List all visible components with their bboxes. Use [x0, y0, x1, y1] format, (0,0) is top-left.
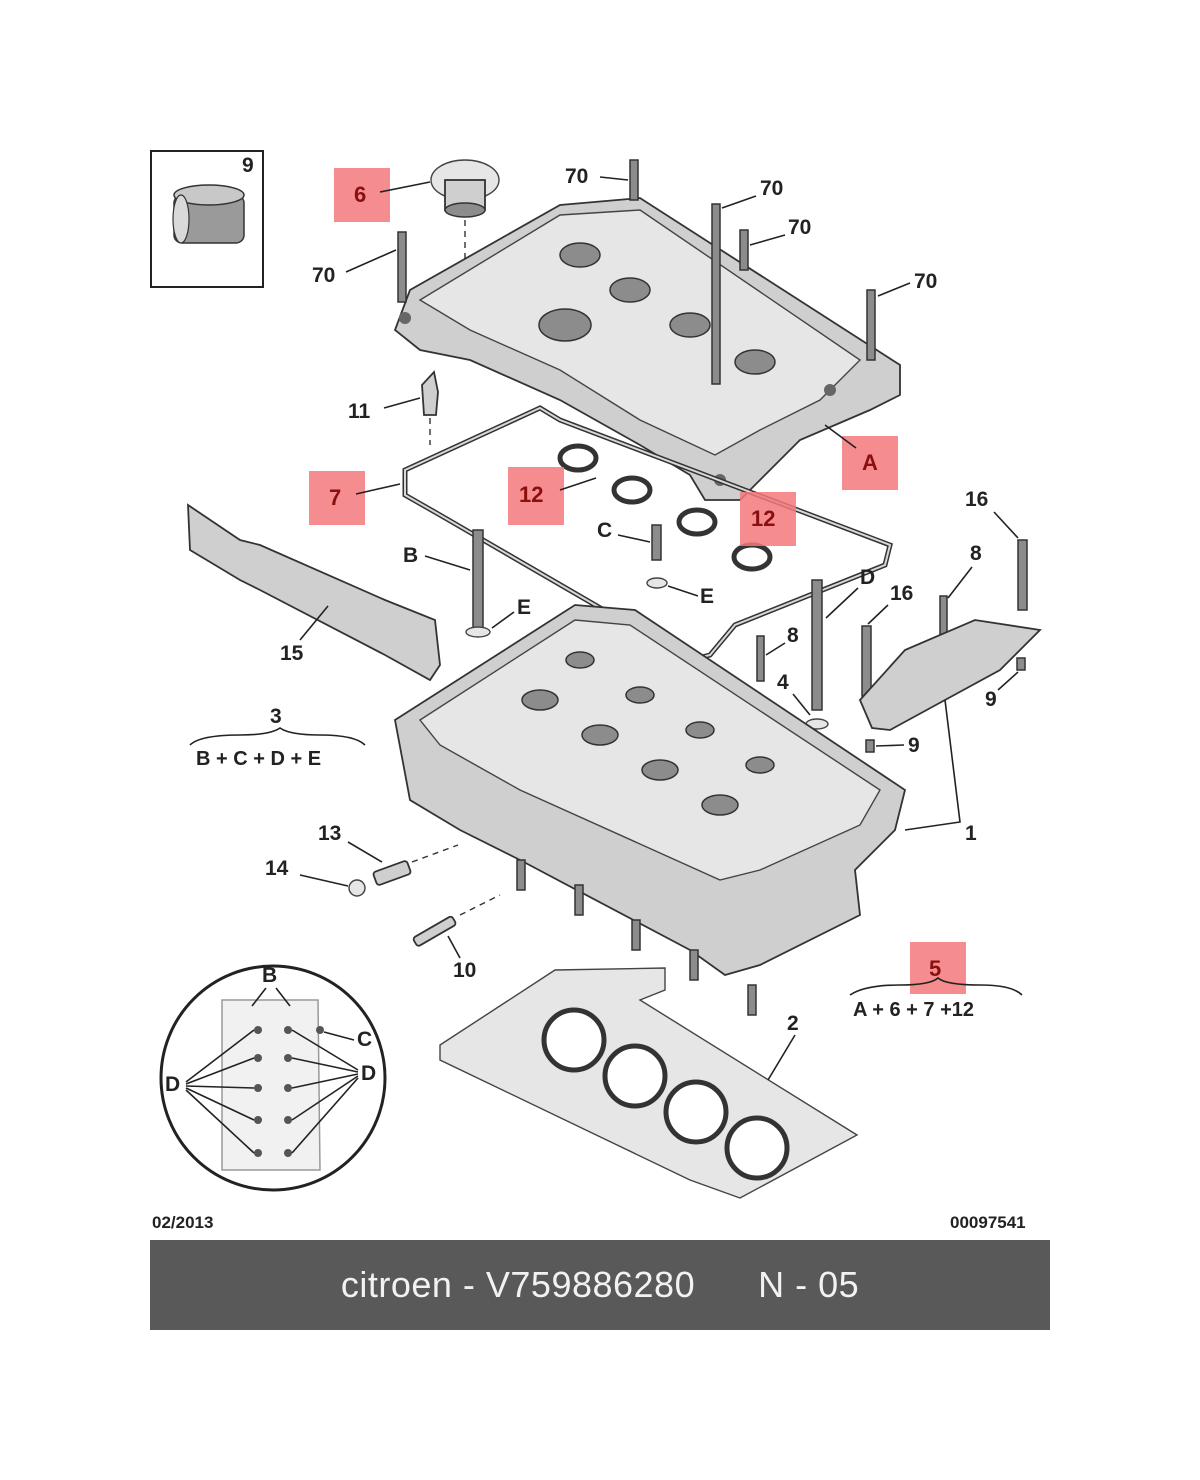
callout-5: 5 — [929, 956, 941, 981]
dowel-10 — [412, 894, 501, 947]
cylinder-head — [394, 604, 907, 1016]
callout-8-right: 8 — [970, 542, 982, 565]
bolt-8-left — [756, 635, 765, 682]
callout-70-far-right: 70 — [914, 270, 937, 293]
callout-5-highlight — [910, 942, 966, 994]
kit-5-formula: A + 6 + 7 +12 — [849, 976, 1023, 1021]
callout-6-highlight: 6 — [334, 168, 431, 222]
callout-B: B — [403, 544, 418, 567]
callout-E-left: E — [517, 596, 531, 619]
bolt-8-right — [939, 595, 948, 637]
callout-D: D — [860, 566, 875, 589]
callout-12b-highlight — [740, 492, 796, 546]
bolts-70 — [397, 159, 876, 385]
callout-16-right: 16 — [965, 488, 988, 511]
bracket — [858, 619, 1042, 731]
inset-label-D-right: D — [361, 1062, 376, 1085]
cylinder-head-bolt-B — [465, 529, 491, 638]
valve-cover — [393, 197, 901, 501]
plug-14 — [348, 879, 366, 897]
footer-part-number: citroen - V759886280 N - 05 — [340, 1264, 860, 1305]
bolt-16-right — [1017, 539, 1028, 611]
callout-A: A — [862, 450, 878, 475]
callout-14: 14 — [265, 857, 289, 880]
cylinder-head-bolt-D — [805, 579, 829, 730]
callout-4: 4 — [777, 671, 789, 694]
callout-70-right2: 70 — [788, 216, 811, 239]
callout-E-right: E — [700, 585, 714, 608]
inset-label-C: C — [357, 1028, 372, 1051]
callout-3: 3 — [270, 705, 282, 728]
heat-shield-15 — [187, 503, 441, 682]
plug-13 — [372, 844, 459, 886]
callout-6: 6 — [354, 182, 366, 207]
bolt-16-left — [861, 625, 872, 697]
callout-12b: 12 — [751, 506, 775, 531]
pin-9-a — [865, 739, 875, 753]
callout-12a-highlight — [508, 467, 564, 525]
callout-7-highlight — [309, 471, 365, 525]
callout-16-left: 16 — [890, 582, 913, 605]
callout-15: 15 — [280, 642, 304, 665]
callout-11: 11 — [348, 400, 371, 423]
callout-9-box: 9 — [242, 154, 254, 177]
sensor-11 — [421, 370, 439, 445]
diagram-date: 02/2013 — [152, 1213, 214, 1232]
callout-10: 10 — [453, 959, 476, 982]
inset-label-B: B — [262, 964, 277, 987]
kit-5-contents: A + 6 + 7 +12 — [853, 999, 974, 1021]
callout-70-right1: 70 — [760, 177, 783, 200]
callout-9-b: 9 — [985, 688, 997, 711]
callout-9-a: 9 — [908, 734, 920, 757]
callout-70-left: 70 — [312, 264, 335, 287]
callout-13: 13 — [318, 822, 341, 845]
footer-banner: citroen - V759886280 N - 05 — [150, 1240, 1050, 1330]
callout-C: C — [597, 519, 612, 542]
callout-1: 1 — [965, 822, 977, 845]
diagram-reference: 00097541 — [950, 1213, 1026, 1232]
callout-8-left: 8 — [787, 624, 799, 647]
bolt-pattern-inset: B C D D — [159, 964, 387, 1192]
bolt-C — [646, 524, 668, 589]
pin-9-b — [1016, 657, 1026, 671]
bushing-icon — [172, 184, 245, 244]
callout-2: 2 — [787, 1012, 799, 1035]
callout-12a: 12 — [519, 482, 543, 507]
kit-3-contents: B + C + D + E — [196, 748, 321, 770]
valve-cover-gasket — [402, 405, 893, 663]
callout-70-top: 70 — [565, 165, 588, 188]
part-9-detail-box: 9 — [150, 150, 264, 288]
callout-7: 7 — [329, 485, 341, 510]
kit-3-formula: 3 B + C + D + E — [189, 705, 366, 770]
head-gasket — [439, 967, 859, 1199]
inset-label-D-left: D — [165, 1073, 180, 1096]
